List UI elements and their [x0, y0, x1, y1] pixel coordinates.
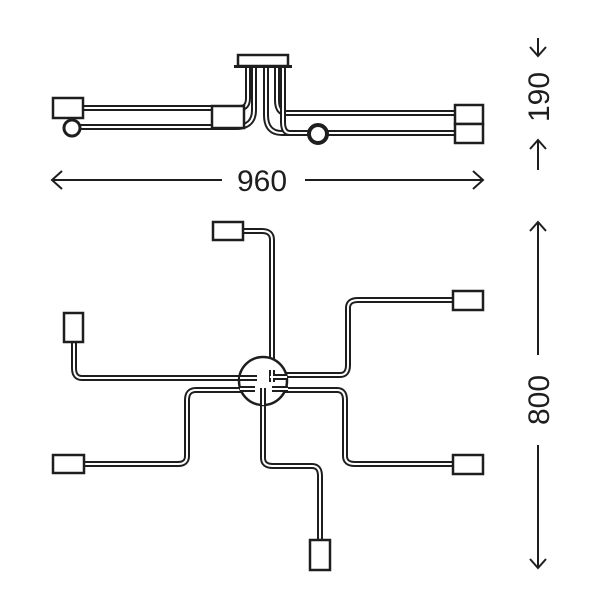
shade-bottom [308, 538, 332, 572]
top-arms [71, 228, 453, 540]
depth-dimension: 800 [523, 220, 556, 570]
shade-right-upper [451, 289, 485, 312]
side-shade-left [51, 96, 85, 120]
shade-top [211, 220, 245, 242]
top-view [51, 220, 485, 572]
shade-right-lower [451, 453, 485, 476]
shade-left-upper [62, 311, 85, 344]
side-knob-right [307, 123, 329, 145]
joint-sleeve [210, 104, 246, 130]
height-dimension: 190 [523, 38, 556, 170]
arm-stubs [240, 370, 288, 405]
side-shade-right-bottom [453, 122, 485, 145]
width-label: 960 [237, 165, 287, 198]
canopy-plate [234, 65, 292, 68]
height-label: 190 [523, 72, 556, 122]
side-knob-left [62, 118, 82, 138]
width-dimension: 960 [50, 165, 485, 198]
shade-left-lower [51, 453, 86, 475]
side-view [51, 53, 485, 145]
canopy [236, 53, 290, 68]
depth-label: 800 [523, 375, 556, 425]
side-shade-right-top [453, 103, 485, 126]
side-arms [72, 68, 455, 136]
